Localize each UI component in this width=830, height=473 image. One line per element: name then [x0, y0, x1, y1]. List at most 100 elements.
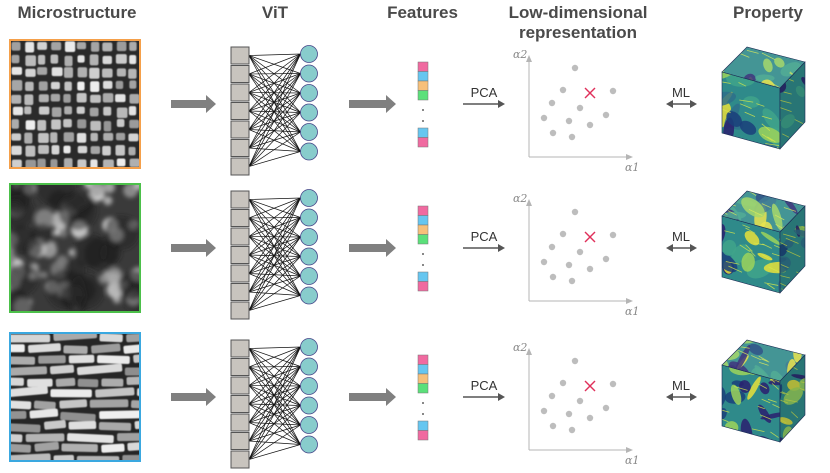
vit-input-patch: [230, 413, 250, 432]
latent-point: [576, 397, 584, 405]
vit-input-patch: [230, 395, 250, 413]
vit-connections: [248, 53, 301, 167]
vit-output-node: [300, 377, 318, 395]
vit-input-patch: [230, 246, 250, 264]
vit-output-node: [300, 357, 318, 376]
vit-input-patch: [230, 83, 250, 102]
micrograph-frame: [9, 39, 141, 169]
header-vit: ViT: [261, 3, 289, 22]
latent-point: [549, 129, 557, 137]
feature-cell: [417, 205, 429, 216]
latent-y-arrowhead: [526, 199, 532, 206]
latent-point: [559, 86, 567, 94]
vit-output-node: [300, 64, 318, 83]
vit-input-patch: [230, 102, 250, 120]
vit-input-patch: [230, 157, 250, 176]
feature-cell: [417, 127, 429, 138]
arrow-vit-to-features: [349, 95, 396, 113]
vit-output-node: [300, 416, 318, 434]
vit-input-patch: [230, 450, 250, 469]
latent-y-label: α2: [513, 48, 527, 61]
feature-cell: [417, 90, 429, 101]
latent-point: [548, 243, 556, 251]
vit-connections: [248, 346, 301, 460]
latent-query-marker: [584, 380, 596, 392]
feature-cell: [417, 373, 429, 384]
latent-x-label: α1: [625, 454, 639, 467]
arrow-image-to-vit: [171, 388, 216, 406]
feature-cell: [417, 281, 429, 292]
vit-output-node: [300, 123, 318, 141]
header-low-dimensional: Low-dimensional representation: [493, 3, 663, 43]
ml-label: ML: [672, 378, 690, 393]
header-features: Features: [387, 3, 458, 22]
vit-output-node: [300, 189, 318, 207]
latent-point: [548, 99, 556, 107]
arrow-ml-head-right: [690, 393, 697, 401]
vit-input-patch: [230, 358, 250, 376]
ml-label: ML: [672, 85, 690, 100]
header-property: Property: [733, 3, 803, 22]
vit-output-node: [300, 103, 318, 122]
feature-cell: [417, 364, 429, 375]
arrow-vit-to-features: [349, 239, 396, 257]
vit-input-patch: [230, 264, 250, 283]
latent-point: [540, 258, 548, 266]
vit-output-node: [300, 267, 318, 285]
feature-cell: [417, 80, 429, 91]
latent-point: [586, 265, 594, 273]
feature-cell: [417, 71, 429, 82]
header-microstructure: Microstructure: [17, 3, 137, 22]
latent-x-label: α1: [625, 161, 639, 174]
latent-y-label: α2: [513, 341, 527, 354]
latent-x-arrowhead: [626, 447, 633, 453]
vit-input-patch: [230, 139, 250, 157]
feature-ellipsis-dot: [422, 120, 424, 122]
vit-output-node: [300, 247, 318, 266]
latent-point: [609, 231, 617, 239]
vit-output-node: [300, 435, 318, 454]
arrow-ml-head-left: [666, 100, 673, 108]
latent-point: [571, 64, 579, 72]
micrograph-frame: [9, 183, 141, 313]
feature-cell: [417, 224, 429, 235]
vit-input-patch: [230, 120, 250, 139]
latent-point: [571, 357, 579, 365]
feature-cell: [417, 420, 429, 431]
latent-y-label: α2: [513, 192, 527, 205]
latent-point: [571, 208, 579, 216]
feature-ellipsis-dot: [422, 264, 424, 266]
latent-point: [609, 87, 617, 95]
vit-input-patch: [230, 376, 250, 395]
vit-output-node: [300, 142, 318, 161]
vit-input-patch: [230, 65, 250, 83]
latent-point: [559, 379, 567, 387]
vit-input-patch: [230, 46, 250, 65]
arrow-ml-head-right: [690, 100, 697, 108]
arrow-image-to-vit: [171, 239, 216, 257]
vit-connections: [248, 197, 301, 311]
vit-input-patch: [230, 227, 250, 246]
vit-input-patch: [230, 339, 250, 358]
latent-point: [548, 392, 556, 400]
arrow-vit-to-features: [349, 388, 396, 406]
latent-point: [576, 104, 584, 112]
feature-cell: [417, 137, 429, 148]
feature-cell: [417, 234, 429, 245]
latent-x-arrowhead: [626, 154, 633, 160]
vit-output-node: [300, 45, 318, 63]
arrow-pca-head: [498, 393, 505, 401]
latent-x-label: α1: [625, 305, 639, 318]
vit-output-node: [300, 396, 318, 415]
arrow-pca-head: [498, 100, 505, 108]
latent-point: [559, 230, 567, 238]
micrograph-image: [10, 184, 140, 312]
vit-input-patch: [230, 301, 250, 320]
vit-input-patch: [230, 283, 250, 301]
vit-output-node: [300, 286, 318, 305]
latent-point: [586, 414, 594, 422]
ml-label: ML: [672, 229, 690, 244]
vit-output-node: [300, 208, 318, 227]
